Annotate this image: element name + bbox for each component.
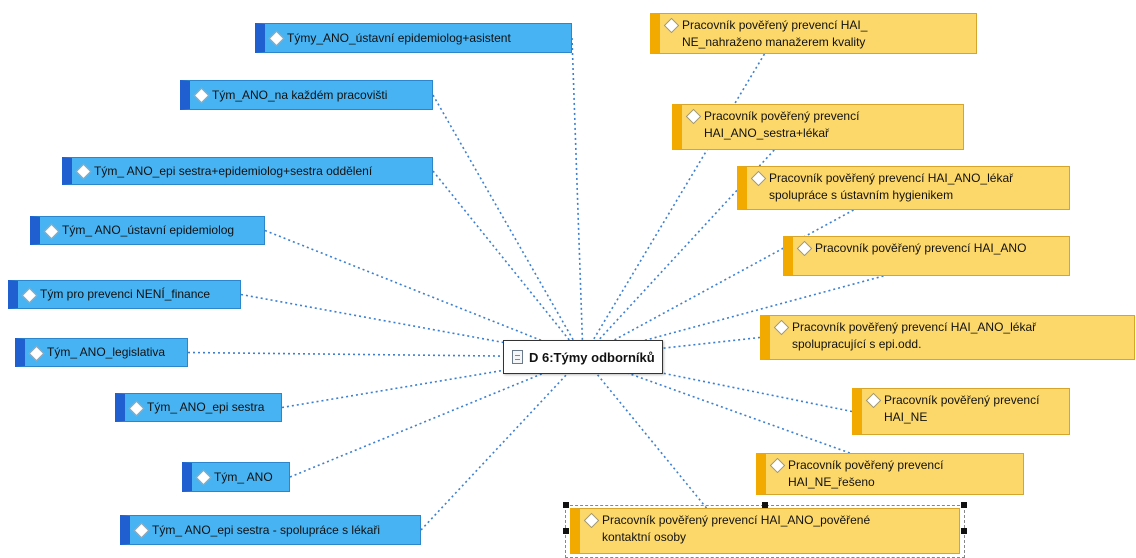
code-node-tym-epi-sestra-epidemiolog-sestra-oddeleni[interactable]: Tým_ ANO_epi sestra+epidemiolog+sestra o… [62, 157, 433, 185]
code-diamond-icon [193, 87, 210, 104]
link-line [289, 356, 584, 478]
code-node-tym-ano[interactable]: Tým_ ANO [182, 462, 290, 492]
code-node-pracovnik-hai-ano-lekar-spolupracujici-s-epi[interactable]: Pracovník pověřený prevencí HAI_ANO_léka… [760, 315, 1135, 360]
link-line [582, 209, 854, 358]
code-diamond-icon [28, 345, 45, 361]
link-line [571, 37, 584, 358]
link-line [264, 229, 584, 358]
link-line [582, 356, 708, 509]
code-node-tym-epi-sestra[interactable]: Tým_ ANO_epi sestra [115, 393, 282, 422]
code-diamond-icon [128, 400, 145, 416]
selection-handle[interactable] [961, 502, 967, 508]
code-diamond-icon [43, 223, 60, 239]
hub-document-node[interactable]: D 6:Týmy odborníků [503, 340, 663, 374]
link-line [420, 356, 584, 531]
code-node-tymy-ustavni-epidemiolog-asistent[interactable]: Týmy_ANO_ústavní epidemiolog+asistent [255, 23, 572, 53]
code-diamond-icon [796, 240, 813, 257]
code-diamond-icon [773, 319, 790, 336]
document-icon [512, 350, 523, 364]
link-line [582, 356, 853, 413]
link-line [281, 356, 584, 409]
code-node-tym-pro-prevenci-neni-finance[interactable]: Tým pro prevenci NENÍ_finance [8, 280, 241, 309]
link-line [187, 351, 584, 358]
selection-handle[interactable] [563, 528, 569, 534]
code-diamond-icon [685, 108, 702, 125]
code-node-pracovnik-hai-ano-poverene-kontaktni-osoby[interactable]: Pracovník pověřený prevencí HAI_ANO_pově… [570, 508, 960, 554]
code-diamond-icon [750, 170, 767, 187]
code-node-pracovnik-hai-ano[interactable]: Pracovník pověřený prevencí HAI_ANO [783, 236, 1070, 276]
selection-handle[interactable] [563, 502, 569, 508]
code-node-pracovnik-hai-ano-sestra-lekar[interactable]: Pracovník pověřený prevencí HAI_ANO_sest… [672, 104, 964, 150]
code-diamond-icon [769, 457, 786, 474]
selection-handle[interactable] [961, 528, 967, 534]
code-diamond-icon [195, 469, 212, 486]
link-line [582, 275, 884, 358]
link-line [432, 170, 584, 358]
link-line [432, 94, 584, 358]
code-diamond-icon [663, 17, 680, 34]
code-node-pracovnik-hai-ne-nahrazeno-manazerem-kvality[interactable]: Pracovník pověřený prevencí HAI_ NE_nahr… [650, 13, 977, 54]
code-node-tym-legislativa[interactable]: Tým_ ANO_legislativa [15, 338, 188, 367]
code-diamond-icon [268, 30, 285, 47]
code-diamond-icon [75, 163, 92, 180]
code-node-tym-ustavni-epidemiolog[interactable]: Tým_ ANO_ústavní epidemiolog [30, 216, 265, 245]
code-diamond-icon [21, 287, 38, 303]
link-line [582, 53, 766, 358]
code-node-pracovnik-hai-ano-lekar-spoluprace-s-hygienikem[interactable]: Pracovník pověřený prevencí HAI_ANO_léka… [737, 166, 1070, 210]
selection-handle[interactable] [762, 502, 768, 508]
code-diamond-icon [865, 392, 882, 409]
code-node-pracovnik-hai-ne[interactable]: Pracovník pověřený prevencí HAI_NE [852, 388, 1070, 435]
code-node-tym-na-kazdem-pracovisti[interactable]: Tým_ANO_na každém pracovišti [180, 80, 433, 110]
code-node-pracovnik-hai-ne-reseno[interactable]: Pracovník pověřený prevencí HAI_NE_řešen… [756, 453, 1024, 495]
code-diamond-icon [133, 522, 150, 539]
selection-frame [565, 505, 965, 558]
code-node-tym-epi-sestra-spoluprace-s-lekari[interactable]: Tým_ ANO_epi sestra - spolupráce s lékař… [120, 515, 421, 545]
